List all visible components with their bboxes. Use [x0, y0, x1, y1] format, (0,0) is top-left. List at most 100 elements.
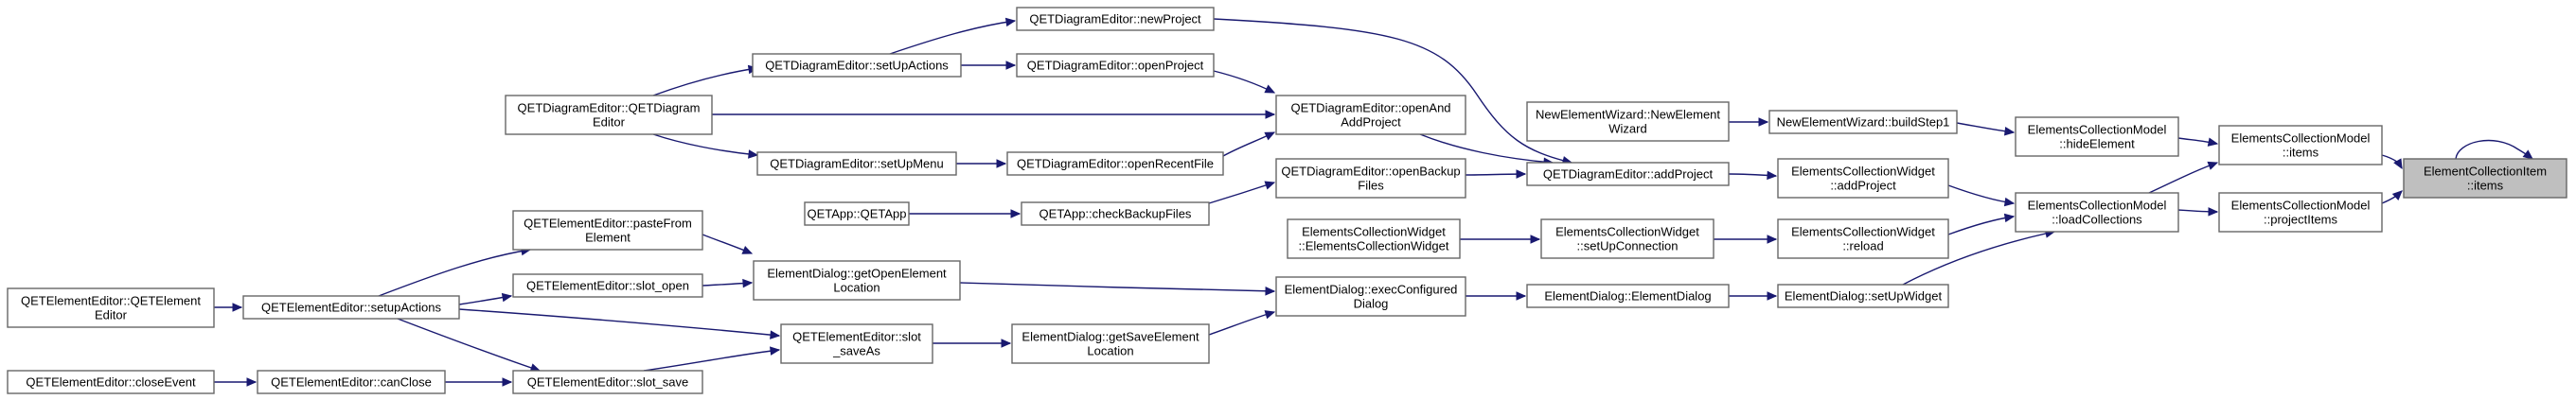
edge-line: [1213, 70, 1275, 94]
node-box: [512, 370, 703, 394]
node-box: [7, 370, 215, 394]
arrow-head-icon: [501, 292, 513, 303]
node-label: ElementsCollectionModel: [2028, 199, 2167, 213]
node-root[interactable]: ElementCollectionItem::items: [2403, 158, 2567, 199]
node-saveas[interactable]: QETElementEditor::slot_saveAs: [780, 323, 933, 364]
node-label: QETDiagramEditor::addProject: [1543, 167, 1714, 182]
node-slotsave[interactable]: QETElementEditor::slot_save: [512, 370, 703, 394]
node-closeevent[interactable]: QETElementEditor::closeEvent: [7, 370, 215, 394]
node-ed-ctor[interactable]: ElementDialog::ElementDialog: [1526, 284, 1730, 308]
node-label: QETElementEditor::slot_open: [526, 279, 689, 293]
edge-setupactions2-to-slotopen: [458, 292, 513, 305]
node-label: QETElementEditor::setupActions: [261, 301, 442, 315]
edge-line: [458, 308, 780, 337]
edge-setupactions2-to-paste: [378, 246, 532, 297]
arrow-head-icon: [232, 303, 243, 312]
edge-closeevent-to-canclose: [213, 377, 258, 387]
node-qde-ctor[interactable]: QETDiagramEditor::QETDiagramEditor: [505, 95, 713, 135]
node-box: [756, 151, 957, 176]
node-eci-project[interactable]: ElementsCollectionModel::projectItems: [2218, 192, 2383, 233]
edge-setupactions2-to-saveas: [458, 308, 781, 339]
node-setupactions[interactable]: QETDiagramEditor::setUpActions: [752, 53, 962, 78]
arrow-head-icon: [1010, 209, 1022, 218]
node-box: [1768, 110, 1958, 134]
node-label: ElementsCollectionModel: [2028, 123, 2167, 137]
node-box: [2015, 192, 2179, 233]
arrow-head-icon: [742, 278, 754, 288]
node-qetapp[interactable]: QETApp::QETApp: [804, 201, 910, 226]
edge-line: [643, 349, 780, 372]
edge-build-to-hide: [1956, 122, 2016, 136]
node-ecw-setup[interactable]: ElementsCollectionWidget::setUpConnectio…: [1540, 218, 1714, 259]
node-openproj[interactable]: QETDiagramEditor::openProject: [1016, 53, 1215, 78]
node-eci-items[interactable]: ElementsCollectionModel::items: [2218, 125, 2383, 165]
node-label: ElementDialog::execConfigured: [1285, 283, 1458, 297]
node-setupmenu[interactable]: QETDiagramEditor::setUpMenu: [756, 151, 957, 176]
node-ecw-reload[interactable]: ElementsCollectionWidget::reload: [1777, 218, 1949, 259]
node-label: QETDiagramEditor::openRecentFile: [1017, 157, 1214, 171]
edge-slotsave-to-saveas: [643, 346, 781, 372]
node-checkbackup[interactable]: QETApp::checkBackupFiles: [1021, 201, 1210, 226]
node-slotopen[interactable]: QETElementEditor::slot_open: [512, 273, 703, 298]
node-box: [1011, 323, 1210, 364]
node-box: [753, 260, 961, 301]
node-label: QETElementEditor::slot_save: [527, 375, 689, 390]
node-ecw-ctor[interactable]: ElementsCollectionWidget::ElementsCollec…: [1287, 218, 1461, 259]
node-openrecent[interactable]: QETDiagramEditor::openRecentFile: [1006, 151, 1224, 176]
edge-setupactions-to-openproj: [961, 61, 1017, 70]
node-label: ::projectItems: [2264, 213, 2338, 227]
node-label: Editor: [593, 115, 626, 130]
node-qet-add[interactable]: QETDiagramEditor::addProject: [1526, 162, 1730, 186]
edge-openbackup-to-qet_add: [1465, 169, 1527, 179]
arrow-head-icon: [1264, 84, 1276, 94]
edge-line: [1947, 184, 2015, 204]
edge-ecw_ctor-to-ecw_setup: [1460, 235, 1541, 244]
edge-wiz-to-build: [1728, 117, 1769, 127]
node-wiz[interactable]: NewElementWizard::NewElementWizard: [1526, 101, 1730, 142]
arrow-head-icon: [246, 377, 258, 387]
node-label: Editor: [95, 308, 128, 322]
node-label: NewElementWizard::NewElement: [1536, 108, 1720, 122]
node-newproj[interactable]: QETDiagramEditor::newProject: [1016, 7, 1215, 31]
node-box: [7, 287, 215, 328]
edge-saveas-to-getsave: [932, 339, 1012, 348]
node-setupactions2[interactable]: QETElementEditor::setupActions: [242, 295, 460, 320]
node-qee-ctor[interactable]: QETElementEditor::QETElementEditor: [7, 287, 215, 328]
edge-setupmenu-to-openrecent: [956, 159, 1007, 168]
node-label: _saveAs: [832, 344, 880, 358]
node-box: [512, 210, 703, 251]
node-box: [2015, 116, 2179, 157]
node-setupw[interactable]: ElementDialog::setUpWidget: [1777, 284, 1949, 308]
edge-exec-to-ed_ctor: [1466, 291, 1527, 301]
node-hide[interactable]: ElementsCollectionModel::hideElement: [2015, 116, 2179, 157]
node-canclose[interactable]: QETElementEditor::canClose: [257, 370, 446, 394]
node-box: [2218, 192, 2383, 233]
arrow-head-icon: [1264, 131, 1276, 141]
node-build[interactable]: NewElementWizard::buildStep1: [1768, 110, 1958, 134]
node-ecw-add[interactable]: ElementsCollectionWidget::addProject: [1777, 158, 1949, 199]
node-label: ::items: [2467, 179, 2504, 193]
edge-line: [1213, 18, 1572, 164]
node-label: Element: [585, 231, 631, 245]
arrow-head-icon: [502, 377, 513, 387]
node-label: AddProject: [1341, 115, 1401, 130]
edge-line: [1208, 311, 1275, 336]
edge-paste-to-getopen: [702, 234, 754, 254]
arrow-head-icon: [2207, 137, 2219, 147]
call-graph-edges: [213, 17, 2533, 387]
node-label: ElementsCollectionWidget: [1791, 225, 1935, 239]
node-box: [1016, 53, 1215, 78]
node-box: [1540, 218, 1714, 259]
node-load[interactable]: ElementsCollectionModel::loadCollections: [2015, 192, 2179, 233]
node-label: ElementsCollectionModel: [2231, 131, 2371, 146]
arrow-head-icon: [2003, 213, 2016, 223]
edge-line: [397, 318, 541, 372]
edge-qde_ctor-to-setupmenu: [652, 133, 759, 159]
